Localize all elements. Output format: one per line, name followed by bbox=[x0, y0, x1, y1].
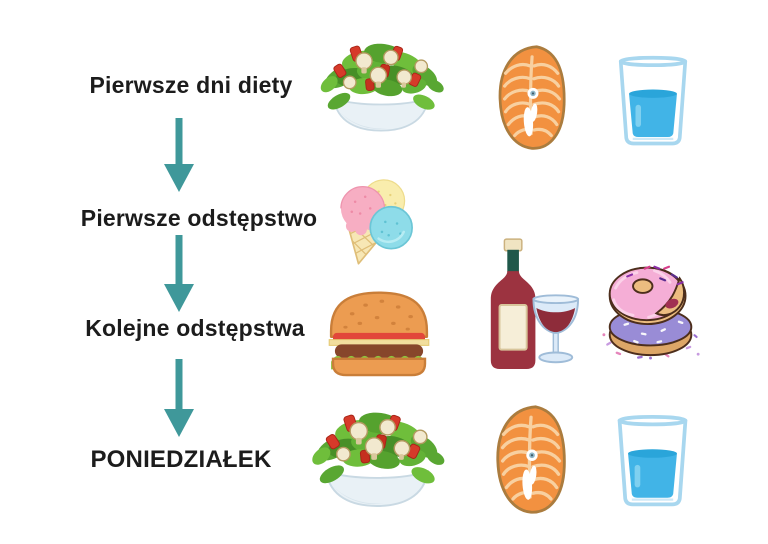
ice-cream-cone-icon bbox=[330, 172, 418, 270]
salad-bowl-icon bbox=[305, 398, 449, 518]
step-label-further-deviations: Kolejne odstępstwa bbox=[85, 315, 305, 341]
salmon-steak-icon bbox=[490, 44, 576, 152]
salmon-steak-icon bbox=[489, 404, 575, 516]
step-label-first-deviation: Pierwsze odstępstwo bbox=[80, 205, 318, 231]
glass-of-water-icon bbox=[613, 412, 692, 512]
donuts-icon bbox=[600, 253, 703, 364]
salad-bowl-icon bbox=[314, 30, 448, 142]
down-arrow-icon bbox=[164, 359, 194, 437]
glass-of-water-icon bbox=[614, 55, 692, 149]
wine-bottle-and-glass-icon bbox=[485, 237, 580, 375]
hamburger-icon bbox=[321, 285, 437, 377]
down-arrow-icon bbox=[164, 235, 194, 312]
step-label-first-days-of-diet: Pierwsze dni diety bbox=[89, 72, 293, 98]
step-label-monday: PONIEDZIAŁEK bbox=[90, 446, 272, 473]
down-arrow-icon bbox=[164, 118, 194, 192]
